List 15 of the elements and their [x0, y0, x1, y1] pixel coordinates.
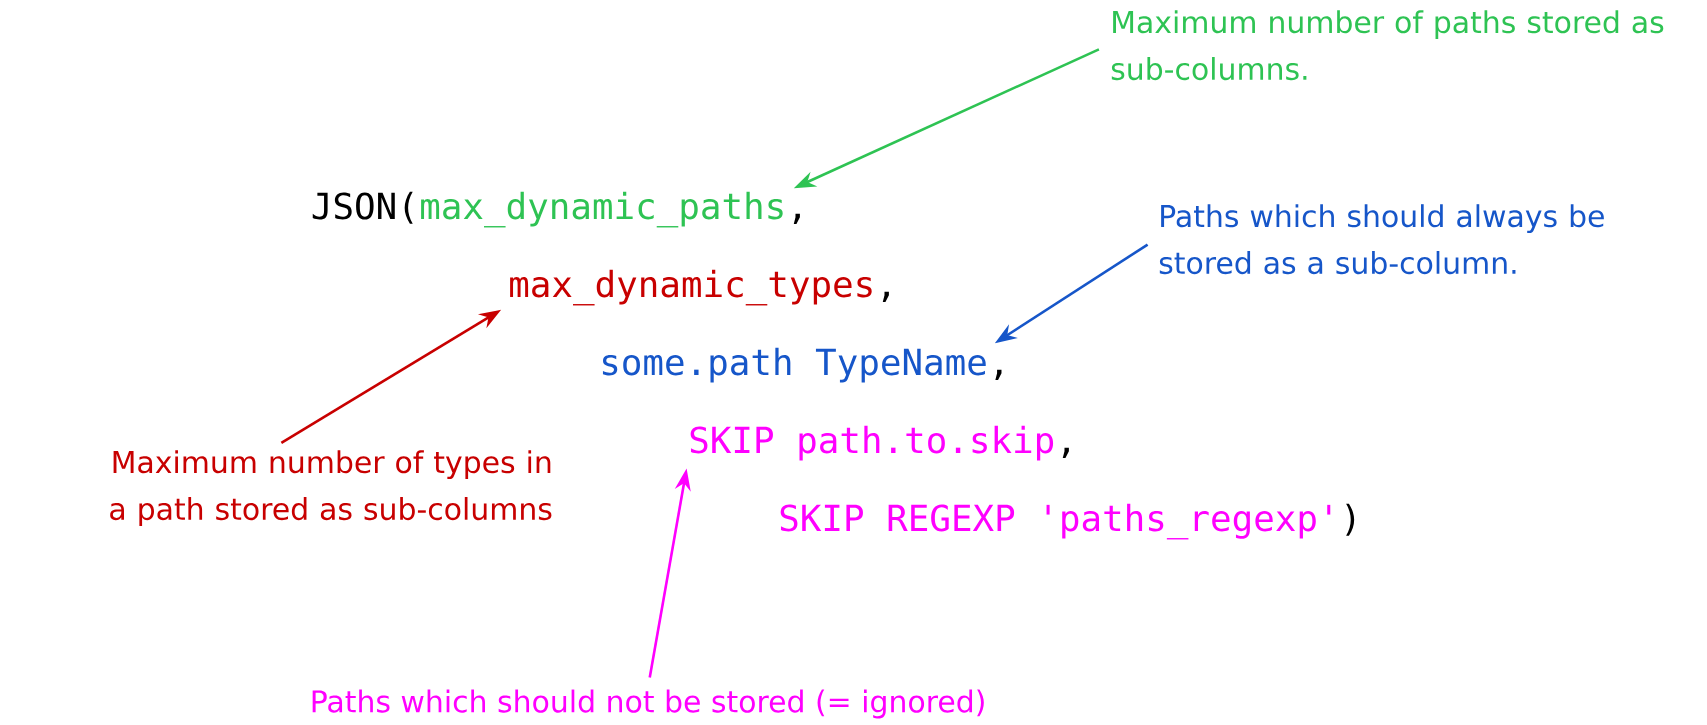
code-token: SKIP path.to.skip [690, 425, 1054, 461]
code-token: max_dynamic_types [510, 269, 872, 306]
code-token: SKIP REGEXP 'paths_regexp' [780, 503, 1331, 540]
code-token: max_dynamic_paths [421, 191, 783, 228]
annotation-text: Paths which should always be stored as a sub-column. [1159, 204, 1604, 275]
code-punctuation: , [882, 291, 889, 303]
code-punctuation: JSON( [312, 191, 413, 224]
code-punctuation: , [995, 369, 1002, 381]
annotation-text: Maximum number of types in a path stored as sub-columns [110, 450, 552, 526]
code-punctuation: , [793, 213, 800, 225]
annotation-text: Paths which should not be stored (= ignored) [312, 689, 984, 719]
code-punctuation: ) [1346, 503, 1355, 536]
code-token: some.path TypeName [602, 347, 986, 383]
code-punctuation: , [1062, 447, 1069, 459]
annotation-text: Maximum number of paths stored as sub-columns. [1111, 10, 1664, 81]
